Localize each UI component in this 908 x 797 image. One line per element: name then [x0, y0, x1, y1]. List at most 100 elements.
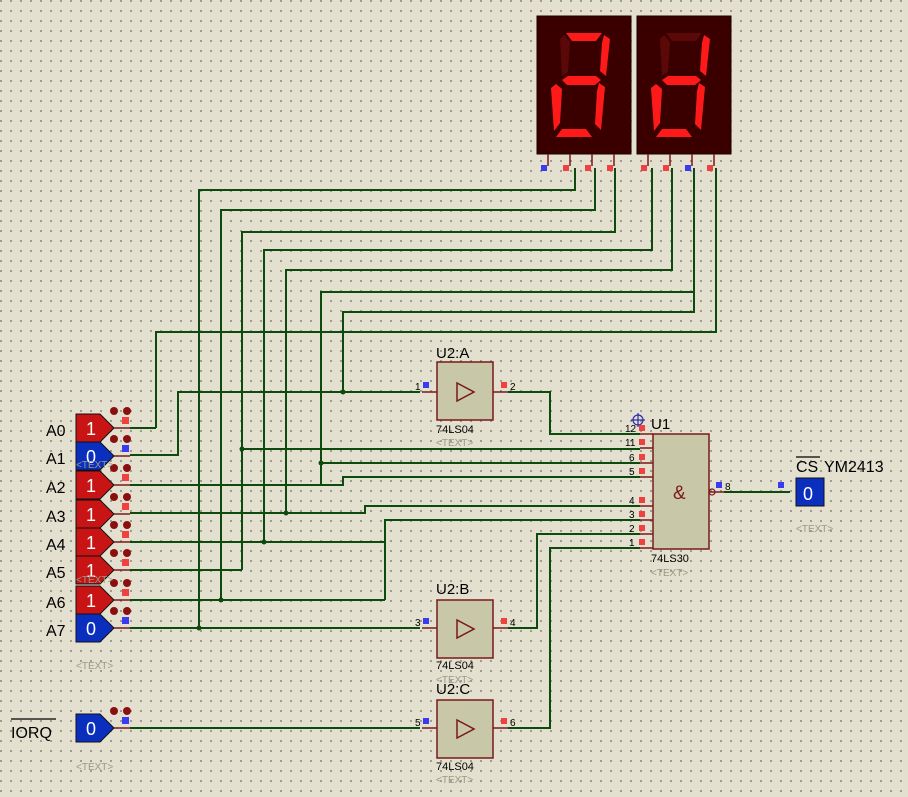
display-right[interactable] — [636, 15, 732, 155]
logic-state-value: 1 — [86, 505, 96, 525]
a1-text-placeholder: <TEXT> — [76, 460, 113, 471]
input-label: A3 — [46, 509, 66, 526]
logic-state-box — [75, 613, 115, 643]
gate-ref: U1 — [651, 416, 670, 433]
logic-state-box — [75, 585, 115, 615]
logic-state-value: 1 — [86, 533, 96, 553]
gate-part: 74LS04 — [436, 424, 474, 436]
gate-u2a[interactable]: U2:A 1 2 74LS04 <TEXT> — [415, 345, 516, 449]
seg-f — [560, 35, 570, 76]
a5-text-placeholder: <TEXT> — [76, 575, 113, 586]
svg-text:3: 3 — [415, 618, 421, 629]
svg-text:11: 11 — [625, 438, 636, 449]
seg-d — [556, 129, 592, 137]
svg-text:<TEXT>: <TEXT> — [436, 775, 473, 786]
logic-probe-value: 0 — [803, 484, 813, 504]
display-left-segments — [551, 33, 610, 137]
svg-text:<TEXT>: <TEXT> — [436, 438, 473, 449]
input-a1[interactable]: A1 0 — [46, 435, 131, 471]
svg-text:4: 4 — [510, 618, 516, 629]
logic-state-value: 1 — [86, 476, 96, 496]
seg-g — [562, 76, 601, 85]
input-label: A7 — [46, 623, 66, 640]
seg-b — [600, 35, 610, 76]
gate-u2c[interactable]: U2:C 5 6 74LS04 <TEXT> — [415, 681, 516, 786]
input-a0[interactable]: A0 1 — [46, 407, 131, 443]
svg-text:6: 6 — [510, 718, 516, 729]
svg-text:4: 4 — [629, 496, 635, 507]
logic-state-value: 0 — [86, 719, 96, 739]
seg-e — [651, 84, 662, 131]
display-right-segments — [651, 33, 710, 137]
output-label: YM2413 — [824, 459, 884, 476]
input-iorq[interactable]: IORQ 0 — [11, 707, 131, 743]
input-label: A5 — [46, 565, 66, 582]
logic-state-value: 1 — [86, 419, 96, 439]
display-pins — [541, 154, 715, 171]
logic-state-box — [75, 499, 115, 529]
svg-text:8: 8 — [725, 482, 731, 493]
seg-e — [551, 84, 562, 131]
input-label: A6 — [46, 595, 66, 612]
seg-d — [656, 129, 692, 137]
nand-symbol: & — [673, 483, 686, 504]
seg-a — [666, 33, 702, 41]
gate-part: 74LS04 — [436, 761, 474, 773]
input-a4[interactable]: A4 1 — [46, 521, 131, 557]
input-a5[interactable]: A5 1 — [46, 549, 131, 585]
seg-c — [695, 83, 705, 130]
svg-text:1: 1 — [629, 538, 635, 549]
crosshair-icon — [631, 413, 645, 427]
svg-text:<TEXT>: <TEXT> — [436, 675, 473, 686]
input-a3[interactable]: A3 1 — [46, 493, 131, 529]
gate-u1[interactable]: U1 & 12 11 6 5 4 3 2 1 — [625, 413, 731, 579]
logic-state-value: 1 — [86, 561, 96, 581]
svg-text:3: 3 — [629, 510, 635, 521]
svg-text:2: 2 — [629, 524, 635, 535]
input-label: A1 — [46, 451, 66, 468]
seg-g — [662, 76, 701, 85]
input-a7[interactable]: A7 0 — [46, 607, 131, 643]
svg-text:6: 6 — [629, 453, 635, 464]
gate-part: 74LS30 — [651, 553, 689, 565]
seg-b — [700, 35, 710, 76]
svg-text:12: 12 — [625, 424, 637, 435]
output-label-cs: CS — [796, 459, 818, 476]
svg-text:2: 2 — [510, 382, 516, 393]
u1-input-pins: 12 11 6 5 4 3 2 1 — [625, 424, 653, 549]
logic-state-value: 0 — [86, 447, 96, 467]
display-left[interactable] — [536, 15, 632, 155]
gate-part: 74LS04 — [436, 660, 474, 672]
seg-c — [595, 83, 605, 130]
gate-ref: U2:B — [436, 581, 469, 598]
svg-text:<TEXT>: <TEXT> — [651, 568, 688, 579]
gate-ref: U2:A — [436, 345, 469, 362]
input-label: A2 — [46, 480, 66, 497]
wires — [130, 168, 790, 729]
logic-probe-box — [795, 477, 825, 507]
logic-state-box — [75, 441, 115, 471]
input-label: A4 — [46, 537, 66, 554]
logic-state-box — [75, 555, 115, 585]
inputs-text-placeholder: <TEXT> — [76, 661, 113, 672]
logic-state-box — [75, 527, 115, 557]
seg-f — [660, 35, 670, 76]
iorq-label: IORQ — [11, 725, 52, 742]
logic-state-box — [75, 413, 115, 443]
svg-text:5: 5 — [629, 467, 635, 478]
gate-u2b[interactable]: U2:B 3 4 74LS04 <TEXT> — [415, 581, 516, 686]
logic-state-value: 1 — [86, 591, 96, 611]
gate-ref: U2:C — [436, 681, 470, 698]
input-label: A0 — [46, 423, 66, 440]
output-text-placeholder: <TEXT> — [796, 524, 833, 535]
svg-text:1: 1 — [415, 382, 421, 393]
logic-state-box — [75, 470, 115, 500]
svg-text:5: 5 — [415, 718, 421, 729]
output-cs-ym2413[interactable]: CS YM2413 0 <TEXT> — [778, 456, 884, 535]
input-a2[interactable]: A2 1 — [46, 464, 131, 500]
iorq-text-placeholder: <TEXT> — [76, 762, 113, 773]
seg-a — [566, 33, 602, 41]
logic-state-value: 0 — [86, 619, 96, 639]
input-a6[interactable]: A6 1 — [46, 579, 131, 615]
